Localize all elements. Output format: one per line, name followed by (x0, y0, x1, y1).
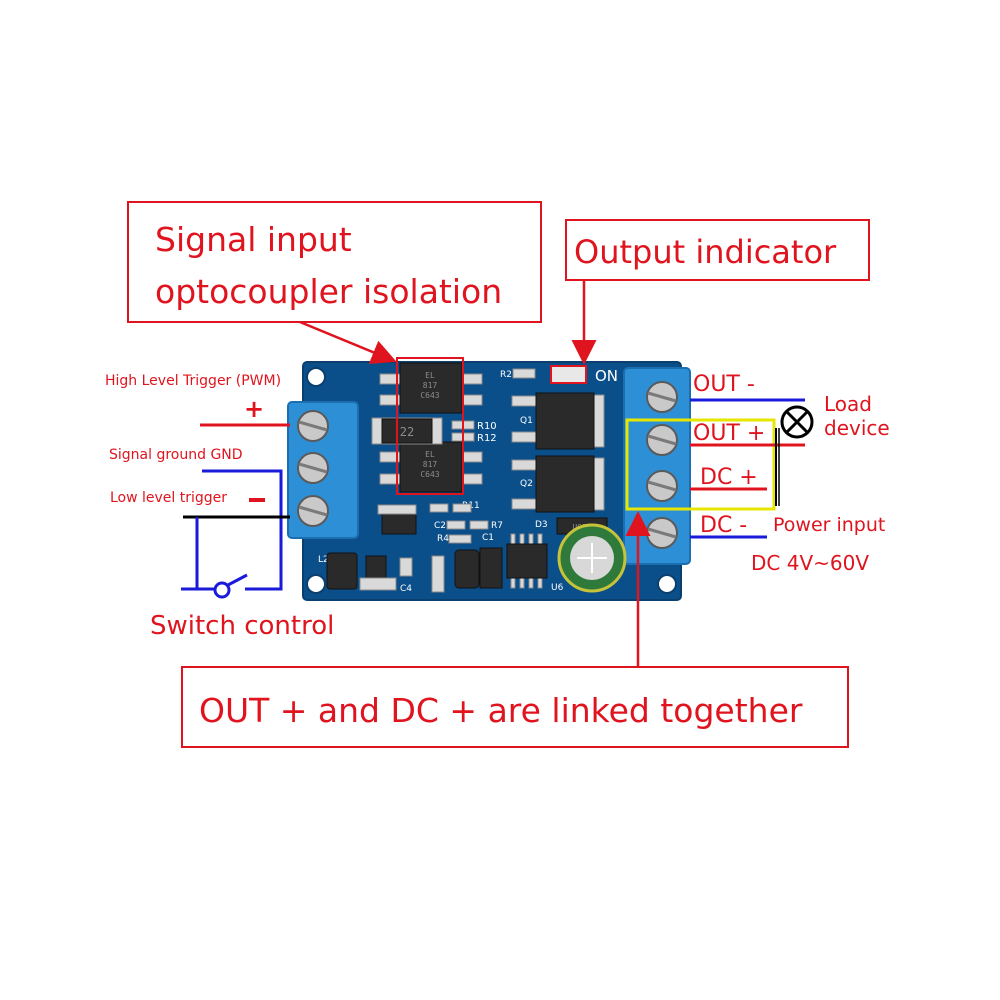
silk-r2: R2 (500, 370, 512, 380)
label-power-input: Power input (773, 514, 885, 536)
callout-output-indicator-label: Output indicator (574, 233, 837, 271)
output-terminal-block (623, 367, 691, 565)
optocoupler-lower: EL 817 C643 (379, 441, 483, 493)
label-dc-plus: DC + (700, 465, 758, 490)
silk-c1: C1 (482, 533, 494, 543)
silk-r7: R7 (491, 521, 503, 531)
opto-marking: C643 (420, 391, 439, 400)
capacitor-c4 (359, 577, 397, 591)
smd-ic-left (381, 513, 417, 535)
callout-signal-input-line1: Signal input (155, 220, 352, 259)
resistor-r2 (512, 368, 536, 379)
input-screw-plus[interactable] (297, 410, 329, 442)
opto-marking: EL (425, 450, 435, 459)
wire-signal-ground (202, 469, 283, 591)
smd-inductor-22: 22 (371, 417, 443, 445)
optocoupler-highlight (396, 357, 464, 495)
silk-r12: R12 (477, 433, 497, 444)
optocoupler-upper: EL 817 C643 (379, 362, 483, 414)
silk-c4: C4 (400, 584, 412, 594)
output-screw-out-plus[interactable] (646, 424, 678, 456)
output-indicator-led (550, 365, 587, 384)
callout-linked-label: OUT + and DC + are linked together (199, 691, 803, 730)
label-high-level-trigger: High Level Trigger (PWM) (105, 373, 281, 389)
silk-u6: U6 (551, 583, 564, 593)
smd-component (377, 504, 417, 515)
capacitor-c2 (446, 520, 466, 530)
label-voltage-range: DC 4V~60V (751, 551, 869, 575)
left-wiring: High Level Trigger (PWM) + Signal ground… (105, 373, 334, 641)
pcb-board: EL 817 C643 EL 817 C643 22 R10 R12 R2 (287, 361, 691, 601)
label-load: Load (824, 392, 872, 416)
callout-box (181, 666, 849, 748)
silk-q1: Q1 (520, 416, 533, 426)
callout-output-indicator: Output indicator (565, 219, 870, 365)
label-plus: + (244, 395, 264, 423)
switch-open-icon (213, 573, 248, 599)
label-minus (249, 498, 265, 502)
opto-marking: 817 (423, 381, 438, 390)
label-switch-control: Switch control (150, 611, 334, 641)
inductor-small (454, 549, 480, 589)
mount-hole-bottom-left (306, 574, 326, 594)
silk-r4: R4 (437, 534, 449, 544)
lamp-cross-circle-icon (780, 405, 814, 439)
inductor-l2 (326, 552, 358, 590)
resistor-r7-pad (469, 520, 489, 530)
resistor-r11 (429, 503, 449, 513)
inductor-marking: 22 (400, 425, 414, 439)
resistor-r4 (448, 534, 472, 544)
silk-d3: D3 (535, 520, 548, 530)
callout-box (565, 219, 870, 281)
silk-l2: L2 (318, 555, 329, 565)
smd-diode (479, 547, 503, 589)
smd-component (399, 557, 413, 577)
opto-marking: C643 (420, 470, 439, 479)
arrow-to-optocoupler (299, 320, 397, 364)
silk-r10: R10 (477, 421, 497, 432)
smd-component (431, 555, 445, 593)
mount-hole-bottom-right (657, 574, 677, 594)
mosfet-q1: Q1 (511, 392, 605, 450)
smd-transistor (365, 555, 387, 579)
label-low-level-trigger: Low level trigger (110, 490, 227, 506)
opto-marking: EL (425, 371, 435, 380)
electrolytic-capacitor (557, 523, 627, 593)
opto-marking: 817 (423, 460, 438, 469)
silk-q2: Q2 (520, 479, 533, 489)
right-wiring: OUT - OUT + DC + DC - Load device Power … (690, 372, 890, 575)
ic-u6: U6 (506, 533, 564, 593)
callout-signal-input-line2: optocoupler isolation (155, 272, 502, 311)
label-out-minus: OUT - (693, 372, 755, 397)
wire-switch-left (181, 517, 199, 591)
callout-linked: OUT + and DC + are linked together (181, 511, 849, 748)
label-device: device (824, 416, 890, 440)
mosfet-q2: Q2 (511, 455, 605, 513)
callout-box (127, 201, 542, 323)
input-terminal-block (287, 401, 359, 539)
label-out-plus: OUT + (693, 421, 765, 446)
resistor-r11b (452, 503, 472, 513)
output-screw-dc-minus[interactable] (646, 517, 678, 549)
input-screw-minus[interactable] (297, 495, 329, 527)
output-screw-dc-plus[interactable] (646, 470, 678, 502)
silk-on-label: ON (595, 367, 618, 385)
label-signal-ground: Signal ground GND (109, 447, 243, 463)
output-screw-out-minus[interactable] (646, 381, 678, 413)
label-dc-minus: DC - (700, 513, 747, 538)
silk-c2: C2 (434, 521, 446, 531)
callout-signal-input: Signal input optocoupler isolation (127, 201, 542, 364)
linked-terminals-highlight (625, 418, 776, 511)
mount-hole-top-left (306, 367, 326, 387)
input-screw-gnd[interactable] (297, 452, 329, 484)
